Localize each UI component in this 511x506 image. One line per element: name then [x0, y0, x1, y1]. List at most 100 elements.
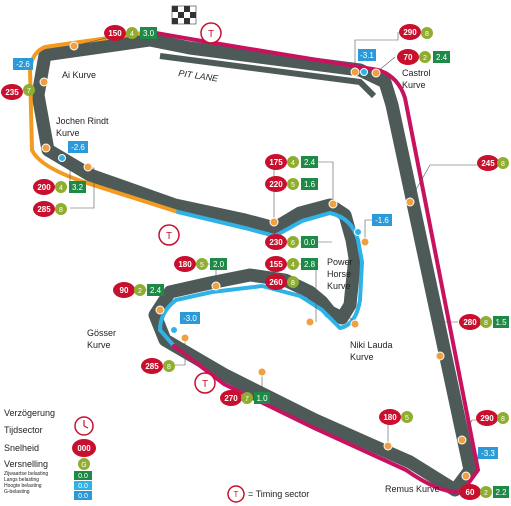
svg-text:-1.6: -1.6	[375, 216, 389, 225]
leader-lines	[43, 32, 484, 491]
svg-text:2.4: 2.4	[150, 286, 162, 295]
svg-text:1.0: 1.0	[256, 394, 268, 403]
badge-castrol-entry: 290 8	[399, 24, 433, 40]
svg-text:8: 8	[501, 416, 505, 423]
corner-castrol: Castrol Kurve	[402, 68, 431, 90]
sector-points	[58, 68, 368, 334]
svg-text:5: 5	[405, 415, 409, 422]
svg-text:T: T	[208, 29, 214, 40]
timing-sector-marker: T	[158, 224, 180, 246]
legend-speed-sample: 000	[77, 444, 91, 453]
svg-text:Jochen Rindt: Jochen Rindt	[56, 116, 109, 126]
svg-text:1.6: 1.6	[304, 180, 316, 189]
svg-text:6: 6	[291, 240, 295, 247]
svg-text:Gösser: Gösser	[87, 328, 116, 338]
badge-p290b: 290 8	[476, 410, 509, 426]
svg-text:60: 60	[466, 488, 475, 497]
badge-jochen-delta: -2.6	[68, 141, 88, 153]
svg-text:4: 4	[59, 185, 63, 192]
svg-text:8: 8	[501, 161, 505, 168]
svg-text:Kurve: Kurve	[87, 340, 111, 350]
timing-sector-marker: T	[194, 372, 216, 394]
svg-text:Kurve: Kurve	[402, 80, 426, 90]
badge-p155: 155 4 2.8	[265, 256, 318, 272]
badge-p90: 90 2 2.4	[113, 282, 164, 298]
svg-text:4: 4	[291, 262, 295, 269]
badge-p180: 180 5 2.0	[174, 256, 227, 272]
svg-text:T: T	[202, 379, 208, 390]
svg-text:Kurve: Kurve	[56, 128, 80, 138]
legend-versnelling: Versnelling	[4, 459, 48, 469]
svg-text:260: 260	[269, 278, 283, 287]
badge-p230-delta: -1.6	[372, 214, 392, 226]
svg-text:220: 220	[269, 180, 283, 189]
svg-text:230: 230	[269, 238, 283, 247]
svg-text:5: 5	[200, 262, 204, 269]
measure-points	[39, 41, 471, 481]
legend-snelheid: Snelheid	[4, 443, 39, 453]
svg-text:8: 8	[59, 207, 63, 214]
svg-text:2.2: 2.2	[495, 488, 507, 497]
svg-text:T: T	[166, 231, 172, 242]
svg-text:8: 8	[167, 364, 171, 371]
corner-gosser: Gösser Kurve	[87, 328, 116, 350]
svg-text:70: 70	[404, 53, 413, 62]
badge-p285: 285 8	[141, 358, 175, 374]
svg-text:3.0: 3.0	[143, 29, 155, 38]
svg-text:2.8: 2.8	[304, 260, 316, 269]
svg-text:-2.6: -2.6	[16, 60, 30, 69]
svg-text:Power: Power	[327, 257, 353, 267]
svg-text:200: 200	[37, 183, 51, 192]
svg-text:0.0: 0.0	[78, 483, 88, 490]
badge-p280: 280 8 1.5	[459, 314, 509, 330]
sector-3-line	[148, 30, 481, 495]
badge-remus: 60 2 2.2	[459, 484, 509, 500]
badge-start-line: 150 4 3.0	[104, 25, 157, 41]
timing-sector-marker: T	[200, 22, 222, 44]
corner-jochen-rindt: Jochen Rindt Kurve	[56, 116, 109, 138]
svg-text:Niki Lauda: Niki Lauda	[350, 340, 393, 350]
svg-text:0.0: 0.0	[78, 473, 88, 480]
svg-text:T: T	[234, 490, 239, 499]
svg-text:8: 8	[484, 320, 488, 327]
legend: Verzögerung Tijdsector Snelheid 000 Vers…	[4, 408, 309, 503]
corner-ai-kurve: Ai Kurve	[62, 70, 96, 80]
svg-text:-3.3: -3.3	[481, 449, 495, 458]
track-surface	[31, 33, 477, 497]
svg-text:0.0: 0.0	[78, 493, 88, 500]
svg-text:-3.0: -3.0	[183, 314, 197, 323]
corner-niki-lauda: Niki Lauda Kurve	[350, 340, 393, 362]
svg-text:235: 235	[5, 88, 19, 97]
badge-jochen-a: 200 4 3.2	[33, 179, 86, 195]
svg-text:270: 270	[224, 394, 238, 403]
corner-power-horse: Power Horse Kurve	[327, 257, 353, 291]
svg-text:180: 180	[383, 413, 397, 422]
svg-text:1.5: 1.5	[495, 318, 507, 327]
timing-sector-icon	[227, 485, 245, 503]
legend-tijdsector: Tijdsector	[4, 425, 43, 435]
sector-2-line	[157, 210, 365, 348]
badge-p220: 220 5 1.6	[265, 176, 318, 192]
svg-text:5: 5	[291, 182, 295, 189]
badge-gosser-delta: -3.0	[180, 312, 200, 324]
legend-row4: G-belasting	[4, 489, 30, 495]
svg-text:2.4: 2.4	[304, 158, 316, 167]
svg-text:Kurve: Kurve	[327, 281, 351, 291]
svg-text:290: 290	[480, 414, 494, 423]
svg-text:-2.6: -2.6	[71, 143, 85, 152]
svg-text:175: 175	[269, 158, 283, 167]
badge-castrol-delta: -3.1	[358, 49, 376, 61]
svg-text:285: 285	[145, 362, 159, 371]
svg-text:155: 155	[269, 260, 283, 269]
badge-ai-kurve: 235 7 -2.6	[1, 58, 35, 100]
legend-row2: Langs belasting	[4, 477, 39, 483]
svg-text:245: 245	[481, 159, 495, 168]
svg-text:90: 90	[120, 286, 129, 295]
legend-row3: Hoogte belasting	[4, 483, 42, 489]
svg-text:280: 280	[463, 318, 477, 327]
svg-text:4: 4	[291, 160, 295, 167]
svg-text:290: 290	[403, 28, 417, 37]
svg-text:2: 2	[484, 490, 488, 497]
svg-text:2.4: 2.4	[436, 53, 448, 62]
